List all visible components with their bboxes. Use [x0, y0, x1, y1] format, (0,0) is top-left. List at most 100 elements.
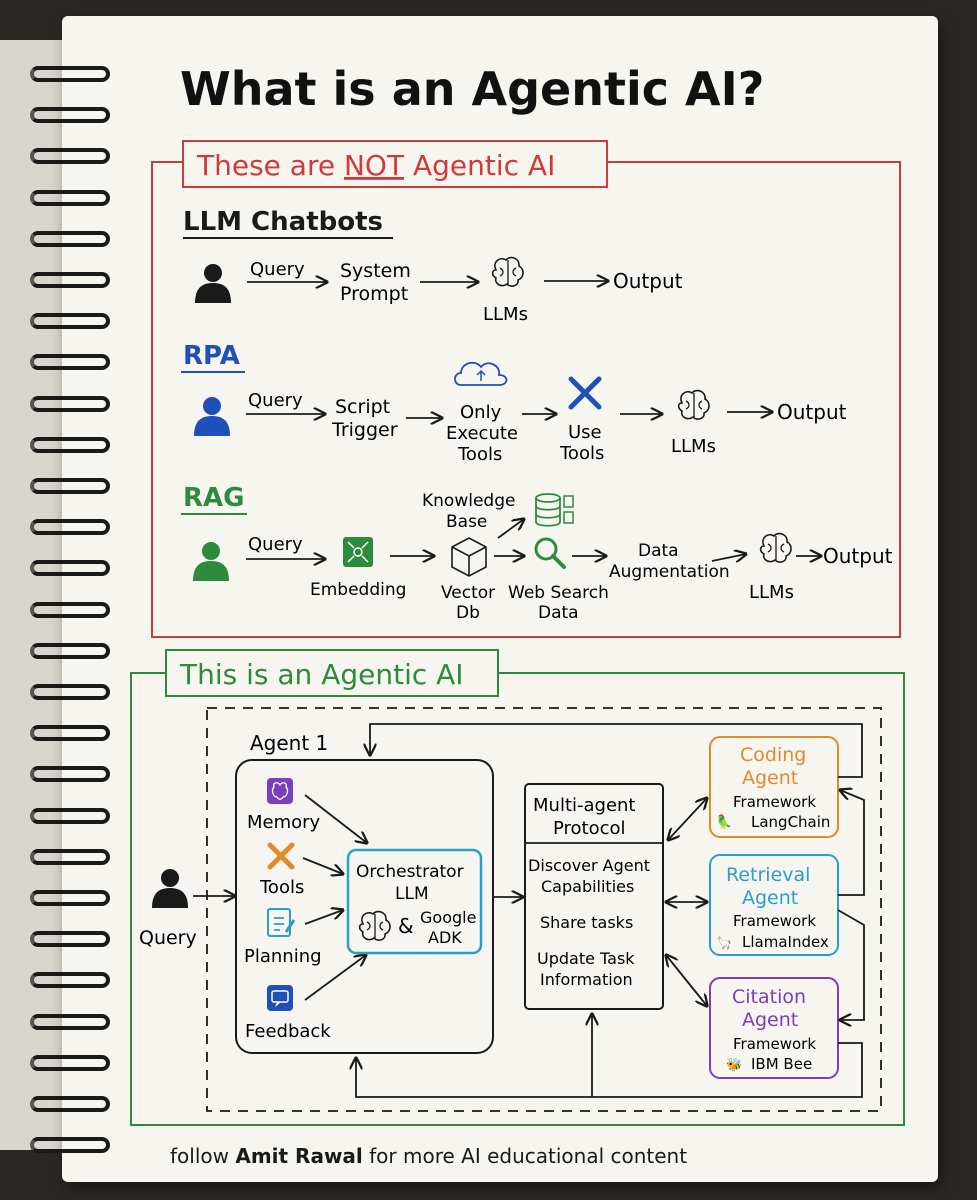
agent-system-dashed-boundary — [206, 707, 882, 1112]
spiral-ring — [30, 1137, 110, 1154]
brain-icon — [491, 256, 524, 287]
tools-icon — [267, 842, 295, 870]
google-label: Google — [420, 908, 476, 927]
spiral-ring — [30, 66, 110, 82]
spiral-ring — [30, 560, 110, 577]
user-icon — [152, 869, 188, 908]
spiral-ring — [30, 766, 110, 783]
data-label: Data — [538, 603, 579, 623]
previous-page-edge — [0, 40, 70, 1150]
discover-label: Discover Agent — [528, 856, 650, 875]
knowledge-base-icon — [535, 493, 574, 527]
spiral-ring — [30, 230, 110, 247]
orchestrator-label: Orchestrator — [356, 862, 464, 882]
brain-icon — [759, 532, 792, 563]
spiral-ring — [30, 972, 110, 989]
spiral-ring — [30, 436, 110, 453]
script-label: Script — [335, 396, 390, 418]
query-label: Query — [139, 927, 197, 949]
spiral-ring — [30, 107, 110, 124]
vector-label: Vector — [441, 583, 495, 603]
spiral-ring — [30, 848, 110, 865]
spiral-ring — [30, 725, 110, 742]
citation-agent-box — [709, 977, 839, 1079]
data-augmentation-label: Data — [638, 541, 679, 561]
spiral-ring — [30, 313, 110, 330]
page-title: What is an Agentic AI? — [180, 62, 764, 116]
discover-label-2: Capabilities — [541, 877, 634, 896]
spiral-ring — [30, 642, 110, 659]
llamaindex-logo-icon: 🦙 — [716, 935, 732, 951]
only-label: Only — [460, 402, 502, 423]
db-label: Db — [456, 603, 480, 623]
protocol-title-2: Protocol — [553, 818, 626, 839]
retrieval-agent-title-2: Agent — [742, 887, 798, 909]
coding-agent-box — [709, 736, 839, 838]
embedding-label: Embedding — [310, 580, 406, 600]
user-icon — [194, 397, 230, 436]
bee-logo-icon: 🐝 — [726, 1057, 742, 1073]
spiral-ring — [30, 890, 110, 906]
brain-icon — [358, 910, 391, 941]
spiral-ring — [30, 1096, 110, 1112]
update-task-label-2: Information — [540, 970, 633, 989]
output-label: Output — [777, 400, 847, 424]
search-icon — [534, 537, 566, 569]
llm-chatbots-heading: LLM Chatbots — [183, 207, 383, 237]
output-label: Output — [823, 544, 893, 568]
knowledge-label: Knowledge — [422, 491, 515, 511]
tools-icon — [568, 376, 602, 410]
cloud-icon — [454, 361, 508, 386]
retrieval-framework-name: LlamaIndex — [742, 933, 829, 951]
execute-label: Execute — [446, 423, 518, 444]
agent1-label: Agent 1 — [250, 731, 328, 755]
notebook-page — [62, 16, 938, 1182]
tools-label: Tools — [259, 877, 304, 898]
llms-label: LLMs — [671, 436, 716, 457]
orchestrator-llm-label: LLM — [395, 884, 429, 904]
citation-framework-label: Framework — [733, 1035, 816, 1053]
vector-db-icon — [451, 537, 487, 577]
feedback-icon — [267, 985, 293, 1011]
system-label: System — [340, 260, 411, 282]
use-label: Use — [568, 422, 602, 443]
query-label: Query — [248, 390, 303, 411]
citation-framework-name: IBM Bee — [751, 1055, 812, 1073]
spiral-ring — [30, 148, 110, 165]
planning-icon — [267, 908, 296, 937]
planning-label: Planning — [244, 946, 322, 967]
agent1-box — [235, 759, 494, 1054]
spiral-ring — [30, 601, 110, 618]
footer-credit: follow Amit Rawal for more AI educationa… — [170, 1144, 687, 1168]
rpa-heading: RPA — [183, 341, 240, 371]
spiral-ring — [30, 1013, 110, 1030]
trigger-label: Trigger — [331, 419, 398, 441]
spiral-ring — [30, 807, 110, 824]
spiral-ring — [30, 354, 110, 371]
retrieval-agent-title: Retrieval — [726, 864, 810, 886]
spiral-ring — [30, 931, 110, 948]
llms-label: LLMs — [749, 582, 794, 603]
coding-framework-name: LangChain — [751, 813, 830, 831]
retrieval-framework-label: Framework — [733, 912, 816, 930]
user-icon — [193, 542, 229, 581]
embedding-icon — [343, 537, 373, 567]
spiral-ring — [30, 684, 110, 700]
memory-icon — [267, 778, 293, 804]
prompt-label: Prompt — [340, 283, 408, 305]
multi-agent-protocol-box — [524, 783, 664, 1010]
spiral-ring — [30, 272, 110, 288]
not-agentic-heading-box — [182, 140, 608, 188]
agentic-heading: This is an Agentic AI — [179, 658, 464, 691]
coding-agent-title: Coding — [740, 744, 806, 766]
query-label: Query — [248, 534, 303, 555]
not-agentic-heading: These are NOT Agentic AI — [196, 149, 555, 182]
spiral-ring — [30, 1054, 110, 1071]
rag-heading: RAG — [183, 483, 244, 513]
brain-icon — [677, 389, 710, 420]
tools-label: Tools — [457, 444, 502, 465]
spiral-ring — [30, 478, 110, 494]
memory-label: Memory — [247, 812, 321, 833]
spiral-ring — [30, 519, 110, 536]
